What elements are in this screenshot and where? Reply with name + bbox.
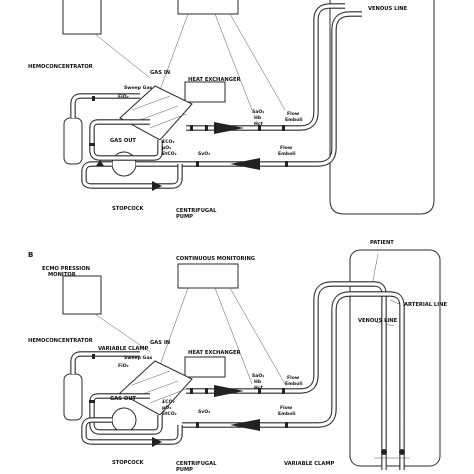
gas-in-label-a: GAS IN (150, 70, 171, 76)
heat-exchanger-label-a: HEAT EXCHANGER (188, 77, 241, 83)
panel-b-letter: B (28, 251, 34, 259)
panel-b-drawing (62, 249, 441, 470)
eco2-label-b: £CO₂ (162, 400, 175, 405)
ecmo-monitor-label-1: ECMO PRESSION (42, 266, 90, 272)
gas-out-label-b: GAS OUT (110, 396, 136, 402)
etco2-label-b: EtCO₂ (162, 412, 177, 417)
hb-label-a: Hb (254, 116, 262, 121)
fio2-label-a: FiO₂ (118, 95, 129, 100)
etco2-label-a: EtCO₂ (162, 152, 177, 157)
gas-in-label-b: GAS IN (150, 340, 171, 346)
emboli-label-b: Emboli (285, 382, 303, 387)
centrifugal-label-b: CENTRIFUGAL (176, 461, 217, 467)
hemoconcentrator-a (63, 117, 83, 165)
hct-label-a: Hct (254, 122, 263, 127)
pump-label-a: PUMP (176, 214, 193, 220)
monitoring-box-b (177, 263, 239, 289)
flow-label-a: Flow (287, 112, 300, 117)
sao2-label-a: SaO₂ (252, 110, 265, 115)
variable-clamp-arterial-b (381, 449, 387, 455)
arterial-flow-arrow-b (214, 385, 244, 397)
svo2-label-b: SvO₂ (198, 410, 211, 415)
sweep-gas-label-a: Sweep Gas (124, 86, 153, 91)
arterial-line-label-b: ARTERIAL LINE (404, 302, 448, 308)
venous-line-label-a: VENOUS LINE (368, 6, 408, 12)
heat-exchanger-label-b: HEAT EXCHANGER (188, 350, 241, 356)
variable-clamp-bottom-label-b: VARIABLE CLAMP (284, 461, 335, 467)
heat-exchanger-box-a (184, 81, 226, 103)
hb-label-b: Hb (254, 380, 262, 385)
stopcock-label-a: STOPCOCK (112, 206, 144, 212)
po2-label-b: pO₂ (162, 406, 172, 411)
ecmo-monitor-box-a (62, 0, 102, 35)
monitoring-box-a (177, 0, 239, 15)
fio2-label-b: FiO₂ (118, 364, 129, 369)
venous-flow-arrow-a (230, 158, 260, 170)
venous-flow-arrow-b (230, 419, 260, 431)
oxygenator-b (119, 360, 193, 416)
variable-clamp-venous-b (399, 449, 405, 455)
emboli2-label-a: Emboli (278, 152, 296, 157)
hemoconcentrator-label-a: HEMOCONCENTRATOR (28, 64, 93, 70)
variable-clamp-label-b: VARIABLE CLAMP (98, 346, 149, 352)
sao2-label-b: SaO₂ (252, 374, 265, 379)
arterial-flow-arrow-a (214, 122, 244, 134)
patient-body-b (349, 249, 441, 467)
emboli-label-a: Emboli (285, 118, 303, 123)
panel-a-drawing (62, 0, 435, 215)
stopcock-label-b: STOPCOCK (112, 460, 144, 466)
svo2-label-a: SvO₂ (198, 152, 211, 157)
centrifugal-label-a: CENTRIFUGAL (176, 208, 217, 214)
patient-body-a (329, 0, 435, 215)
hemoconcentrator-label-b: HEMOCONCENTRATOR (28, 338, 93, 344)
venous-line-label-b: VENOUS LINE (358, 318, 398, 324)
patient-label-b: PATIENT (370, 240, 394, 246)
gas-out-label-a: GAS OUT (110, 138, 136, 144)
ecmo-monitor-label-2: MONITOR (48, 272, 76, 278)
eco2-label-a: £CO₂ (162, 140, 175, 145)
centrifugal-pump-b (111, 407, 137, 433)
flow-label-b: Flow (287, 376, 300, 381)
ecmo-monitor-box-b (62, 275, 102, 315)
continuous-monitoring-label: CONTINUOUS MONITORING (176, 256, 256, 262)
sweep-gas-label-b: Sweep Gas (124, 356, 153, 361)
flow2-label-b: Flow (280, 406, 293, 411)
emboli2-label-b: Emboli (278, 412, 296, 417)
flow2-label-a: Flow (280, 146, 293, 151)
hemoconcentrator-b (63, 373, 83, 421)
hct-label-b: Hct (254, 386, 263, 391)
pump-label-b: PUMP (176, 467, 193, 473)
heat-exchanger-box-b (184, 356, 226, 378)
po2-label-a: pO₂ (162, 146, 172, 151)
